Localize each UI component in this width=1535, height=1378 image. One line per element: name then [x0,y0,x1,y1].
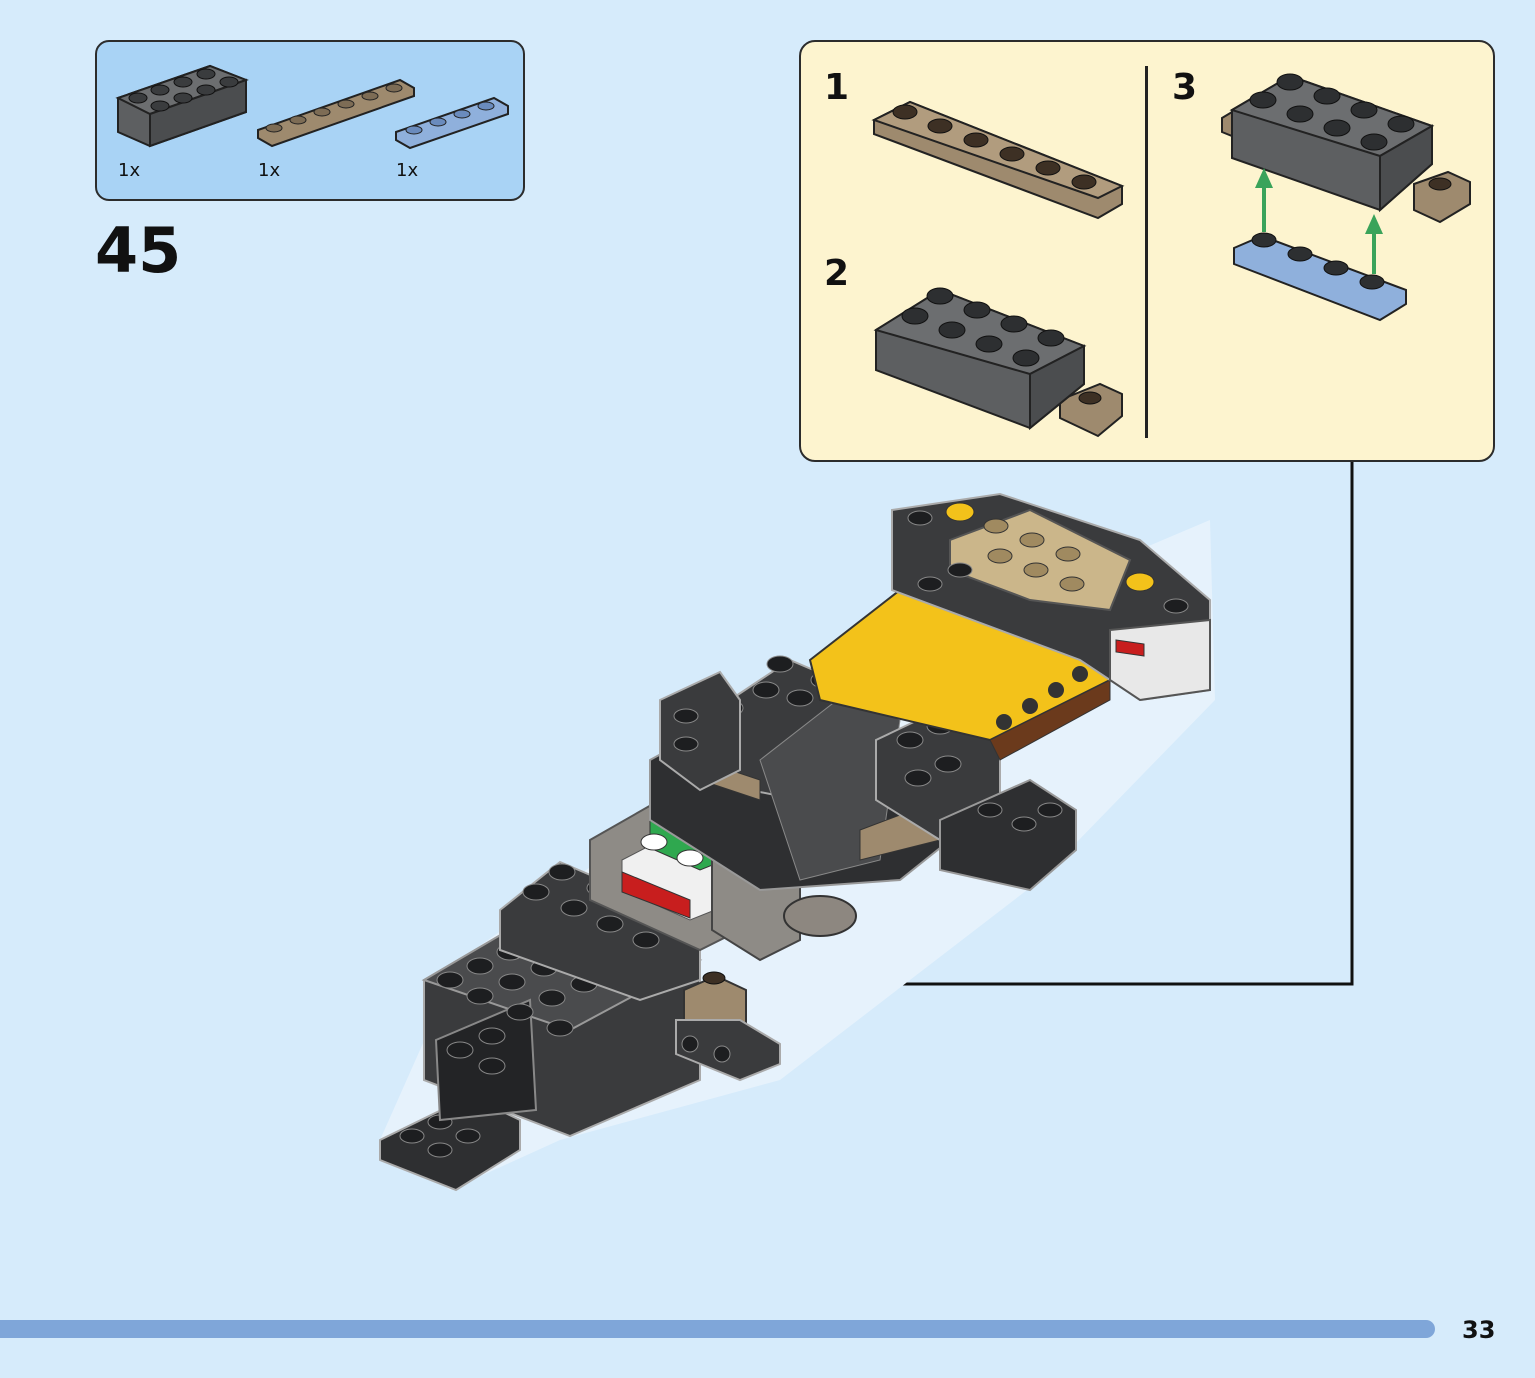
part-count-1: 1x [118,160,141,181]
progress-bar [0,1320,1435,1338]
model-tan-connector [675,971,781,1082]
model-right-wing [939,778,1077,892]
part-tan-plate-icon [257,78,415,148]
substep-label-2: 2 [824,253,850,294]
substep2-brick-on-plate-icon [873,287,1123,438]
part-count-2: 1x [258,160,281,181]
step-number: 45 [95,214,182,287]
model-left-side [659,670,741,792]
model-top-section [891,492,1211,702]
page-number: 33 [1462,1316,1496,1344]
part-blue-plate-icon [395,96,509,150]
callout-divider [1145,66,1148,438]
substep-label-1: 1 [824,67,850,108]
substep-label-3: 3 [1172,67,1198,108]
part-count-3: 1x [396,160,419,181]
substep3-assembly-icon [1221,73,1471,322]
substep1-tan-plate-icon [871,100,1125,220]
part-dark-brick-icon [115,64,249,148]
